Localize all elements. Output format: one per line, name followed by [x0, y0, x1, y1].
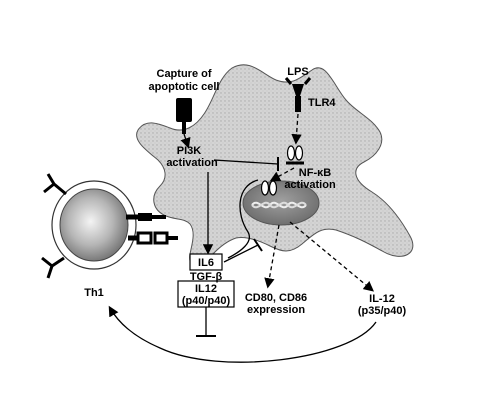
- nfkb-label-line1: NF-κB: [299, 167, 331, 179]
- arrow-capture-to-pi3k: [180, 133, 191, 149]
- inhibition-pi3k-to-nfkb: [213, 159, 279, 165]
- nfkb-dimer-cytoplasm: [286, 145, 304, 165]
- nfkb-dimer-nucleus: [260, 180, 278, 196]
- apoptotic-cell-receptor: [176, 98, 192, 134]
- capture-label-line1: Capture of: [157, 68, 212, 80]
- inhibition-il6: [223, 244, 259, 263]
- arrow-il12-to-th1: [108, 305, 377, 363]
- lps-label: LPS: [287, 66, 308, 78]
- tlr4-label: TLR4: [308, 97, 336, 109]
- pi3k-label-line1: PI3K: [177, 145, 202, 157]
- il12-p40-box: [177, 280, 235, 308]
- nfkb-label-line2: activation: [284, 179, 336, 191]
- il12-p35-label-line2: (p35/p40): [358, 305, 407, 317]
- cd80-receptor: [138, 213, 166, 221]
- th1-cell: [51, 180, 137, 270]
- tlr4-receptor: [284, 77, 312, 112]
- dendritic-cell-body: [136, 64, 414, 268]
- cd80-label-line2: expression: [247, 304, 305, 316]
- il6-box: [189, 253, 223, 271]
- il12-p40-label-line2: (p40/p40): [182, 295, 231, 307]
- capture-label-line2: apoptotic cell: [149, 81, 220, 93]
- il6-label: IL6: [198, 257, 214, 269]
- il12-p40-label-line1: IL12: [195, 283, 217, 295]
- th1-receptor-bottom: [41, 256, 65, 279]
- cd80-label-line1: CD80, CD86: [245, 292, 307, 304]
- pi3k-label-line2: activation: [166, 157, 218, 169]
- arrow-tlr4-to-nfkb: [291, 113, 302, 145]
- cd86-receptor: [136, 231, 178, 245]
- arrow-nucleus-to-il12: [289, 221, 375, 292]
- tgfb-label: TGF-β: [190, 271, 223, 283]
- arrow-nucleus-to-il6: [227, 179, 259, 259]
- arrow-nucleus-to-cd80: [264, 224, 280, 289]
- il12-p35-label-line1: IL-12: [369, 293, 395, 305]
- th1-label: Th1: [84, 287, 104, 299]
- th1-receptor-top: [43, 173, 67, 196]
